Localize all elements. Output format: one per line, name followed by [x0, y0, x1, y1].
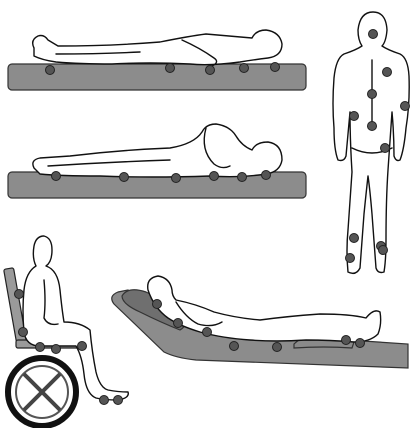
pressure-point-heel-right: [379, 246, 388, 255]
pressure-point-knee: [120, 173, 129, 182]
side-body-outline: [33, 124, 282, 177]
pressure-point-ischium: [273, 343, 282, 352]
pressure-point-toe: [356, 339, 365, 348]
pressure-point-shoulder: [174, 319, 183, 328]
seated-wheelchair-scene: [4, 236, 129, 426]
pressure-point-hip: [381, 144, 390, 153]
pressure-point-toe: [114, 396, 123, 405]
pressure-point-ankle: [52, 172, 61, 181]
pressure-point-elbow: [210, 172, 219, 181]
pressure-point-elbow: [203, 328, 212, 337]
pressure-point-heel-left: [346, 254, 355, 263]
pressure-point-hip: [172, 174, 181, 183]
pressure-point-sacrum: [368, 122, 377, 131]
supine-lying-scene: [8, 30, 306, 90]
pressure-point-occiput: [153, 300, 162, 309]
pressure-point-occiput: [369, 30, 378, 39]
pressure-point-heel: [342, 336, 351, 345]
pressure-point-knee: [78, 342, 87, 351]
pressure-point-knee-left: [350, 234, 359, 243]
pressure-point-shoulder-blade: [15, 290, 24, 299]
pressure-point-spine: [368, 90, 377, 99]
supine-body-outline: [33, 30, 282, 65]
side-lying-scene: [8, 124, 306, 198]
pressure-point-sacrum: [166, 64, 175, 73]
standing-back-view-scene: [333, 12, 410, 273]
pressure-point-elbow-left: [350, 112, 359, 121]
pressure-point-ear: [262, 171, 271, 180]
pressure-point-elbow: [206, 66, 215, 75]
pressure-point-elbow-right: [401, 102, 410, 111]
pressure-point-occiput: [271, 63, 280, 72]
seated-body-outline: [23, 236, 128, 400]
pressure-point-sacrum: [36, 343, 45, 352]
pressure-point-heel: [46, 66, 55, 75]
pressure-point-ischium: [52, 345, 61, 354]
pressure-point-shoulder: [240, 64, 249, 73]
pressure-point-heel: [100, 396, 109, 405]
pressure-point-shoulder: [238, 173, 247, 182]
semi-reclined-bed-scene: [112, 276, 408, 368]
standing-body-outline: [333, 12, 409, 273]
pressure-point-sacrum: [230, 342, 239, 351]
pressure-point-elbow: [19, 328, 28, 337]
pressure-point-scapula: [383, 68, 392, 77]
